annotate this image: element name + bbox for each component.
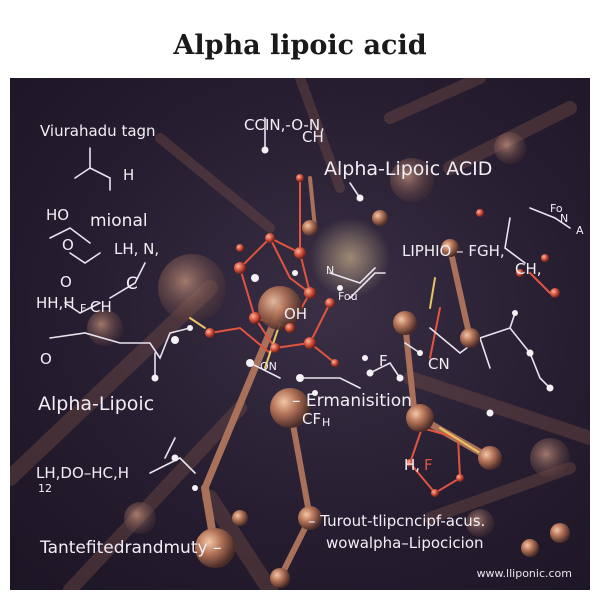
label-alpha-lipoic: Alpha-Lipoic: [38, 393, 155, 415]
label-n-right: N: [560, 212, 569, 225]
label-hh: HH,H: [36, 294, 75, 312]
label-f-ch: F: [80, 302, 87, 315]
label-o-left: O: [62, 236, 74, 254]
label-twelve: 12: [38, 482, 52, 495]
label-ho: HO: [46, 206, 70, 224]
label-cf-sub: H: [322, 416, 331, 429]
label-tantefited: Tantefitedrandmuty –: [40, 538, 222, 558]
label-o-wide: O: [40, 350, 52, 368]
label-ccin: CCIN,-O-N,: [244, 116, 325, 134]
label-h-f: H,: [404, 456, 421, 474]
molecule-atoms: [195, 210, 570, 588]
label-turout: – Turout-tlipcncipf-acus.: [308, 512, 486, 530]
label-a-right: A: [576, 224, 584, 237]
label-n-mid: N: [326, 264, 335, 277]
label-wowalpha: wowalpha–Lipocicion: [326, 534, 484, 552]
label-h-top: H: [123, 166, 135, 184]
label-oh: OH: [284, 305, 308, 323]
label-c-mid: C: [126, 274, 138, 294]
label-f-mid: F: [379, 352, 388, 370]
image-title: Alpha lipoic acid: [173, 30, 427, 61]
cluster-atoms: [205, 174, 549, 497]
molecule-illustration: Viurahadu tagn CCIN,-O-N, CH H Alpha-Lip…: [10, 78, 590, 590]
label-h-f-f: F: [424, 456, 433, 474]
label-ccin-ch: CH: [302, 128, 324, 146]
label-o-hh: O: [60, 273, 72, 291]
molecule-scene: [10, 78, 590, 590]
accent-bonds: [189, 277, 481, 454]
label-ch-right: CH,: [515, 260, 542, 278]
website-watermark: www.lliponic.com: [476, 567, 572, 580]
label-lh-n: LH, N,: [114, 240, 160, 258]
label-mional: mional: [90, 211, 148, 231]
label-ermanisition: – Ermanisition: [292, 391, 412, 411]
hydrogen-atoms: [151, 146, 554, 491]
label-viurahadu: Viurahadu tagn: [40, 122, 156, 140]
label-ch-left: CH: [90, 298, 112, 316]
background-bonds: [10, 78, 590, 590]
background-atoms: [87, 132, 570, 537]
label-cf: CF: [302, 410, 322, 428]
skeletal-lines: [49, 117, 571, 474]
label-on: ON: [260, 360, 277, 373]
label-lhdo: LH,DO–HC,H: [36, 464, 130, 482]
label-alpha-lipoic-acid: Alpha-Lipoic ACID: [324, 158, 493, 180]
label-liphio: LIPHIO – FGH,: [402, 242, 505, 260]
label-fo: Fo: [550, 202, 563, 215]
label-fou: Fou: [338, 290, 358, 303]
label-cn: CN: [428, 355, 450, 373]
